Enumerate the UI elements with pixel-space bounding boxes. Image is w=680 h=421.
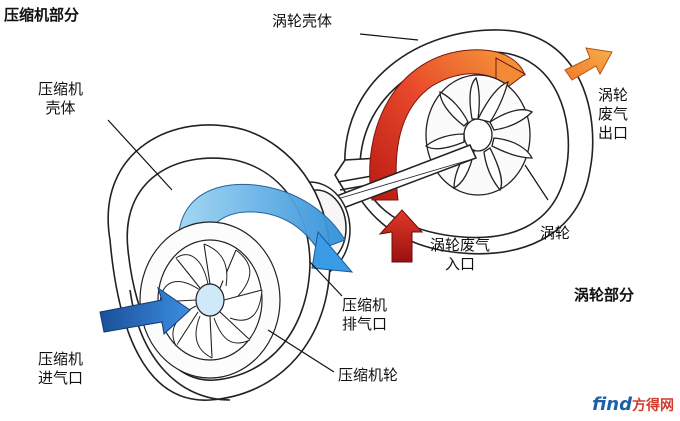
label-turbine-housing: 涡轮壳体 bbox=[272, 12, 333, 30]
compressor-cold-flow-head bbox=[311, 230, 354, 273]
label-compressor-inlet: 压缩机 进气口 bbox=[38, 350, 84, 387]
label-compressor-wheel: 压缩机轮 bbox=[338, 366, 399, 384]
exhaust-outlet-arrow bbox=[564, 47, 613, 81]
compressor-wheel bbox=[139, 221, 281, 379]
watermark-cn: 方得网 bbox=[632, 398, 674, 414]
compressor-inlet-arrow bbox=[99, 286, 191, 335]
leader-turbine-wheel bbox=[524, 164, 549, 201]
turbine-section-title: 涡轮部分 bbox=[574, 286, 635, 304]
compressor-section-title: 压缩机部分 bbox=[4, 6, 80, 24]
leader-compressor-housing bbox=[107, 119, 173, 191]
turbine-hot-flow bbox=[369, 49, 526, 201]
label-compressor-housing: 压缩机 壳体 bbox=[38, 80, 84, 117]
watermark-brand: find bbox=[592, 394, 632, 415]
label-turbine-exhaust-outlet: 涡轮 废气 出口 bbox=[598, 86, 629, 142]
label-turbine-exhaust-inlet: 涡轮废气 入口 bbox=[430, 236, 491, 273]
label-turbine-wheel: 涡轮 bbox=[540, 224, 571, 242]
leader-turbine-housing bbox=[359, 33, 419, 41]
leader-compressor-outlet bbox=[309, 261, 343, 297]
leader-compressor-wheel bbox=[267, 329, 335, 373]
turbine-inlet-arrow bbox=[378, 209, 424, 263]
leader-lines bbox=[107, 33, 549, 373]
compressor-cold-flow bbox=[177, 183, 346, 263]
watermark-logo: find方得网 bbox=[592, 394, 674, 415]
label-compressor-outlet: 压缩机 排气口 bbox=[342, 296, 388, 333]
